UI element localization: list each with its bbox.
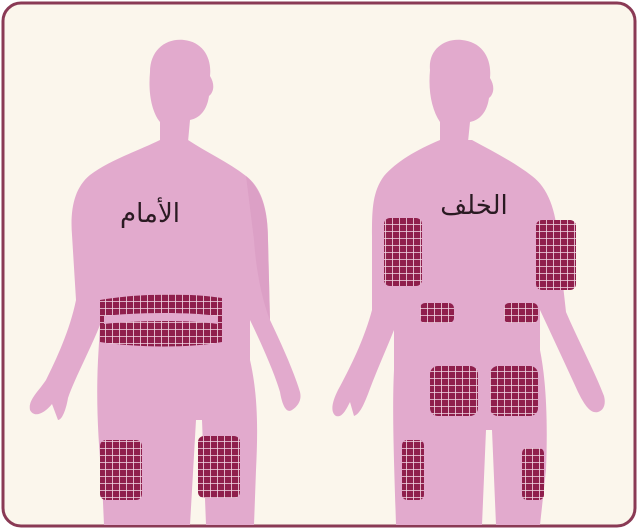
back-label: الخلف: [440, 191, 507, 221]
back-buttock-right-site: [490, 366, 538, 416]
back-buttock-left-site: [430, 366, 478, 416]
front-label: الأمام: [120, 196, 180, 229]
back-thigh-left-site: [402, 440, 424, 500]
back-arm-left-site: [384, 218, 422, 286]
back-thigh-right-site: [522, 448, 544, 500]
back-lowerback-left-site: [420, 303, 454, 323]
front-thigh-right-site: [198, 436, 240, 498]
front-thigh-left-site: [100, 440, 142, 500]
back-lowerback-right-site: [504, 303, 538, 323]
back-arm-right-site: [536, 220, 576, 290]
